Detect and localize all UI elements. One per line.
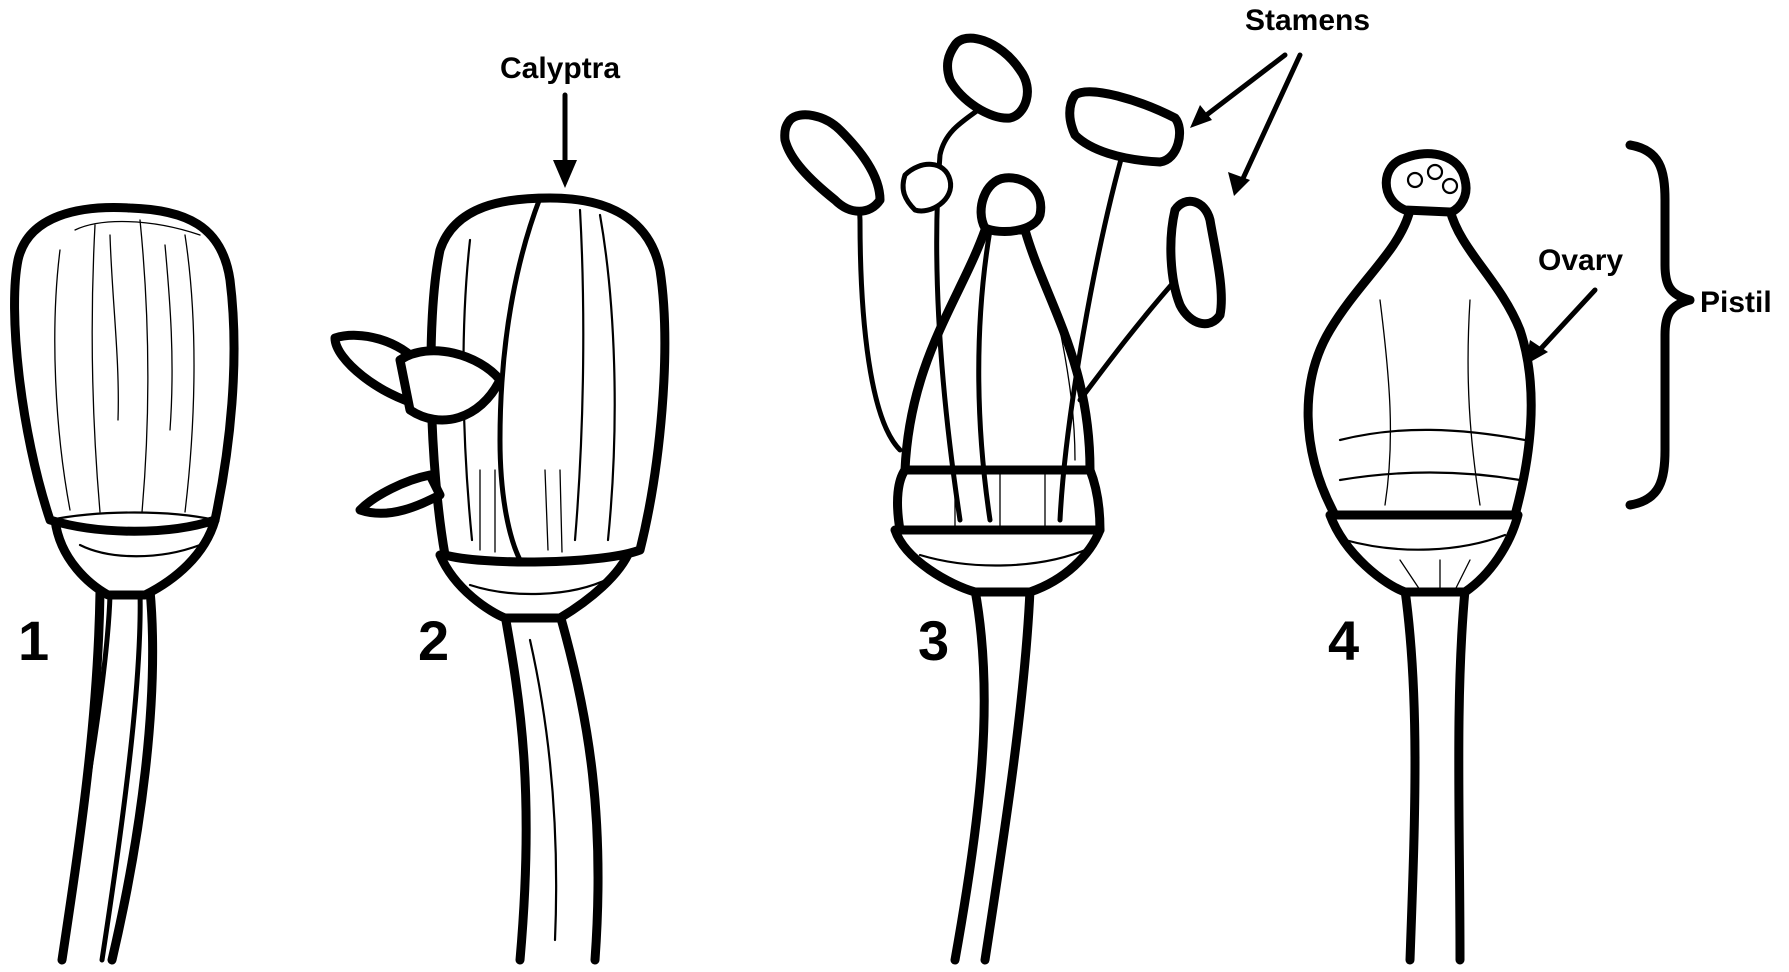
calyptra-label: Calyptra <box>500 52 620 85</box>
calyptra-arrowhead <box>553 160 577 188</box>
stage-number-1: 1 <box>18 609 49 672</box>
stage-3-open-flower <box>785 38 1222 960</box>
stamens-annotation: Stamens <box>1190 4 1370 196</box>
stage-4-pistil <box>1308 154 1531 960</box>
calyptra-annotation: Calyptra <box>500 52 620 188</box>
ovary-label: Ovary <box>1538 244 1623 277</box>
stage-number-3: 3 <box>918 609 949 672</box>
ovary-arrow <box>1535 290 1595 355</box>
stage-2-opening-bud <box>335 198 665 960</box>
stage-number-4: 4 <box>1328 609 1359 672</box>
stage-number-2: 2 <box>418 609 449 672</box>
ovary-annotation: Ovary <box>1525 244 1623 365</box>
pistil-annotation: Pistil <box>1630 145 1772 505</box>
stage-1-bud <box>15 208 234 960</box>
pistil-brace <box>1630 145 1690 505</box>
stamens-arrowhead-1 <box>1190 105 1212 128</box>
stamens-label: Stamens <box>1245 4 1370 37</box>
pistil-label: Pistil <box>1700 286 1772 319</box>
stamens-arrow-2 <box>1240 55 1300 185</box>
